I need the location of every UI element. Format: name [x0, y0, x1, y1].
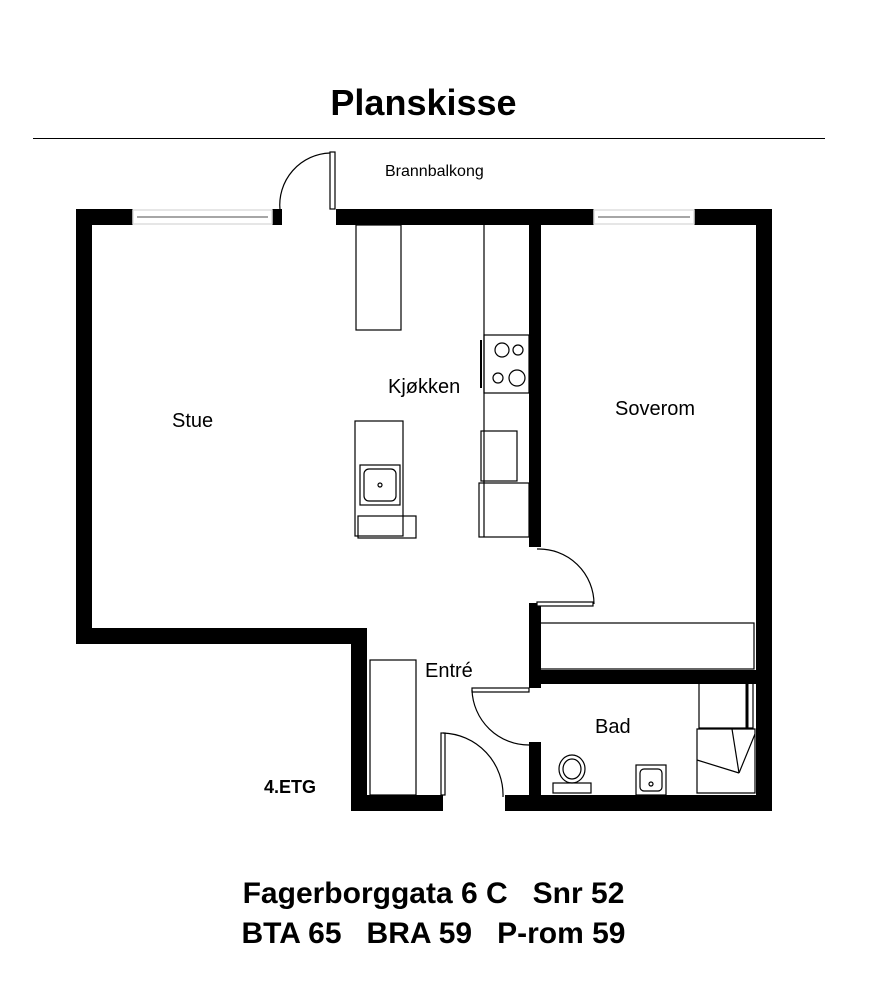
walls [76, 209, 772, 811]
room-label-bad: Bad [595, 716, 631, 738]
title-divider [33, 138, 825, 139]
balcony-label: Brannbalkong [385, 163, 484, 180]
balcony-door [279, 151, 336, 211]
floor-label: 4.ETG [264, 777, 317, 797]
room-label-soverom: Soverom [615, 398, 696, 420]
plan-title: Planskisse [330, 82, 517, 123]
room-label-stue: Stue [172, 410, 214, 432]
kitchen-fixtures [354, 224, 530, 539]
room-label-entre: Entré [425, 660, 473, 682]
entry-closet [369, 659, 417, 796]
bedroom-wardrobe [539, 622, 755, 670]
bathroom-fixtures [552, 682, 756, 796]
windows [132, 209, 695, 225]
address-line: Fagerborggata 6 C Snr 52 [242, 877, 625, 910]
interior-doors [440, 548, 595, 798]
room-label-kjokken: Kjøkken [388, 376, 461, 398]
area-line: BTA 65 BRA 59 P-rom 59 [241, 917, 626, 950]
